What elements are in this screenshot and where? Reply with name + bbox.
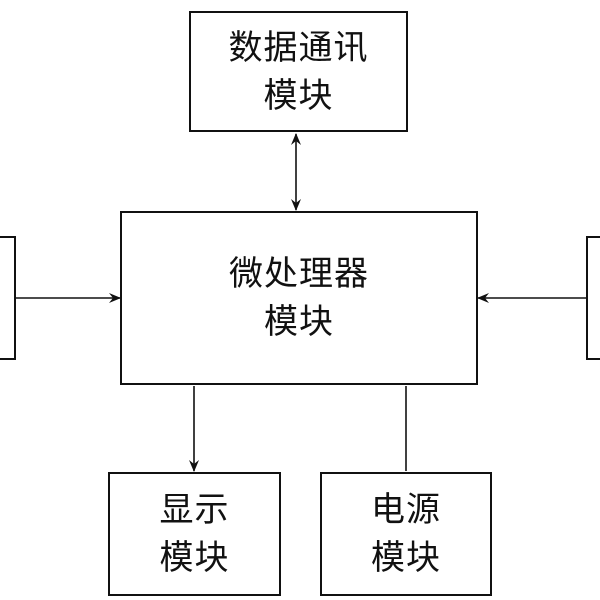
power-module-box: 电源 模块 bbox=[320, 472, 492, 596]
comm-module-label-line1: 数据通讯 bbox=[228, 27, 369, 68]
mcu-module-label-line2: 模块 bbox=[264, 302, 334, 342]
power-module-label-line1: 电源 bbox=[371, 490, 441, 530]
right-input-box bbox=[586, 236, 600, 360]
mcu-module-box: 微处理器 模块 bbox=[120, 211, 478, 385]
display-module-label-line2: 模块 bbox=[159, 538, 230, 578]
comm-module-label-line2: 模块 bbox=[263, 75, 334, 116]
mcu-module-label-line1: 微处理器 bbox=[229, 254, 369, 294]
comm-module-box: 数据通讯 模块 bbox=[189, 11, 408, 132]
left-input-box bbox=[0, 236, 16, 360]
display-module-label-line1: 显示 bbox=[159, 490, 230, 530]
display-module-box: 显示 模块 bbox=[108, 472, 281, 596]
power-module-label-line2: 模块 bbox=[371, 538, 441, 578]
